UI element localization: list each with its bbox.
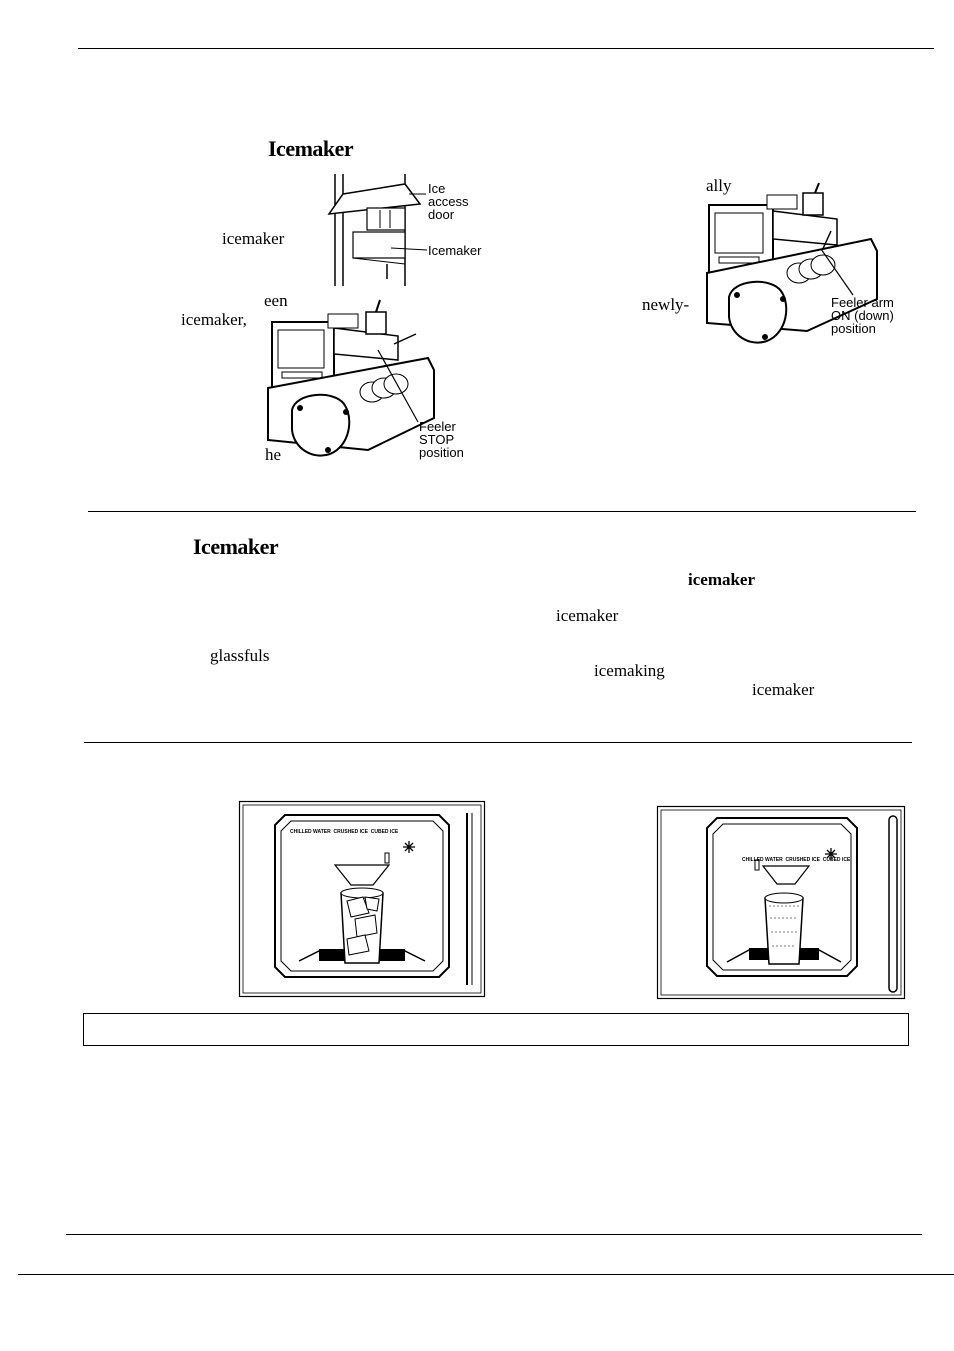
fragment-icemaker-1: icemaker [556,606,619,625]
dispenser-cubed-ice-illustration [656,805,906,1000]
label-chilled-water: CHILLED WATER [742,857,783,863]
caption-bar [83,1013,909,1046]
fragment-icemaker: icemaker [222,229,285,248]
fragment-icemaker-2: icemaker [752,680,815,699]
label-crushed-ice: CRUSHED ICE [785,857,820,863]
top-rule [78,48,934,49]
label-crushed-ice: CRUSHED ICE [333,829,368,835]
section1-heading: Icemaker [268,136,354,161]
icemaker-on-illustration [706,182,878,344]
fragment-icemaker-comma: icemaker, [181,310,247,329]
label-cubed-ice: CUBED ICE [822,857,851,863]
fragment-icemaker-bold: icemaker [688,570,756,589]
label-chilled-water: CHILLED WATER [290,829,331,835]
section-divider-2 [84,742,912,743]
fragment-newly: newly- [642,295,690,314]
callout-feeler-on: Feeler arm ON (down) position [831,295,894,336]
fragment-ally: ally [706,176,732,195]
label-cubed-ice: CUBED ICE [370,829,399,835]
section2-heading: Icemaker [193,534,279,559]
bottom-rule-1 [66,1234,922,1235]
dispenser-crushed-ice-illustration [238,800,486,998]
left-panel-labels: CHILLED WATER CRUSHED ICE CUBED ICE [290,829,398,835]
access-door-illustration [327,174,428,286]
right-panel-labels: CHILLED WATER CRUSHED ICE CUBED ICE [742,857,850,863]
fragment-glassfuls: glassfuls [210,646,270,665]
callout-ice-access-door: Ice access door [428,181,469,222]
fragment-icemaking: icemaking [594,661,665,680]
callout-feeler-stop: Feeler STOP position [419,419,464,460]
section-divider-1 [88,511,916,512]
callout-icemaker: Icemaker [428,243,482,258]
fragment-een: een [264,291,288,310]
fragment-he: he [265,445,282,464]
icemaker-stop-illustration [267,299,435,457]
bottom-rule-2 [18,1274,954,1275]
